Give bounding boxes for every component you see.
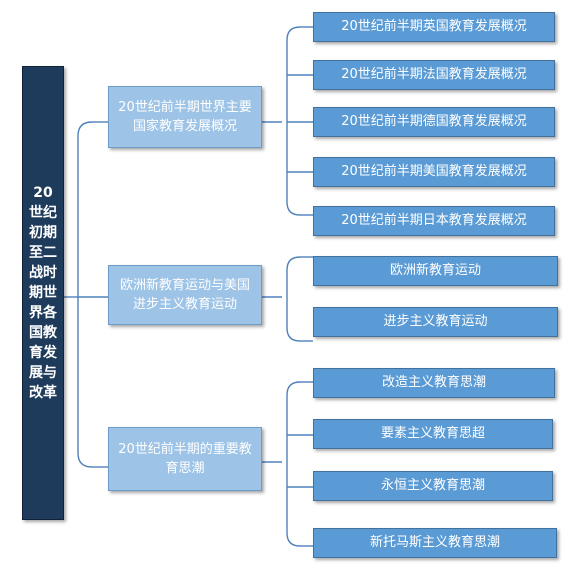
- leaf-node-3-2: 要素主义教育思超: [313, 419, 553, 449]
- branch-node-2: 欧洲新教育运动与美国进步主义教育运动: [108, 265, 262, 325]
- leaf-label: 20世纪前半期美国教育发展概况: [341, 164, 527, 179]
- root-node: 20世纪初期至二战时期世界各国教育发展与改革: [22, 66, 64, 520]
- leaf-node-3-1: 改造主义教育思潮: [313, 368, 555, 398]
- leaf-node-1-2: 20世纪前半期法国教育发展概况: [313, 60, 555, 90]
- leaf-label: 改造主义教育思潮: [381, 375, 486, 390]
- leaf-node-2-2: 进步主义教育运动: [313, 307, 558, 337]
- leaf-label: 新托马斯主义教育思潮: [369, 535, 500, 550]
- leaf-label: 要素主义教育思超: [380, 426, 485, 441]
- leaf-label: 进步主义教育运动: [383, 314, 488, 329]
- leaf-node-3-4: 新托马斯主义教育思潮: [313, 528, 557, 558]
- leaf-node-3-3: 永恒主义教育思潮: [313, 471, 553, 501]
- leaf-node-1-4: 20世纪前半期美国教育发展概况: [313, 157, 555, 187]
- branch-node-3: 20世纪前半期的重要教育思潮: [108, 427, 262, 491]
- leaf-node-2-1: 欧洲新教育运动: [313, 256, 558, 286]
- branch-2-bracket: [286, 256, 301, 342]
- leaf-node-1-3: 20世纪前半期德国教育发展概况: [313, 107, 555, 137]
- leaf-label: 永恒主义教育思潮: [380, 478, 485, 493]
- leaf-label: 20世纪前半期法国教育发展概况: [341, 67, 527, 82]
- leaf-label: 欧洲新教育运动: [389, 263, 481, 278]
- root-label: 20世纪初期至二战时期世界各国教育发展与改革: [29, 185, 57, 401]
- root-bracket: [77, 121, 93, 468]
- leaf-label: 20世纪前半期英国教育发展概况: [341, 19, 527, 34]
- branch-label: 20世纪前半期世界主要国家教育发展概况: [118, 100, 252, 134]
- leaf-label: 20世纪前半期德国教育发展概况: [341, 114, 527, 129]
- branch-label: 欧洲新教育运动与美国进步主义教育运动: [119, 278, 250, 312]
- leaf-node-1-5: 20世纪前半期日本教育发展概况: [313, 206, 555, 236]
- branch-node-1: 20世纪前半期世界主要国家教育发展概况: [108, 86, 262, 148]
- leaf-node-1-1: 20世纪前半期英国教育发展概况: [313, 12, 555, 42]
- branch-label: 20世纪前半期的重要教育思潮: [118, 442, 252, 476]
- branch-3-bracket: [286, 381, 301, 547]
- branch-1-bracket: [286, 26, 301, 216]
- leaf-label: 20世纪前半期日本教育发展概况: [341, 213, 527, 228]
